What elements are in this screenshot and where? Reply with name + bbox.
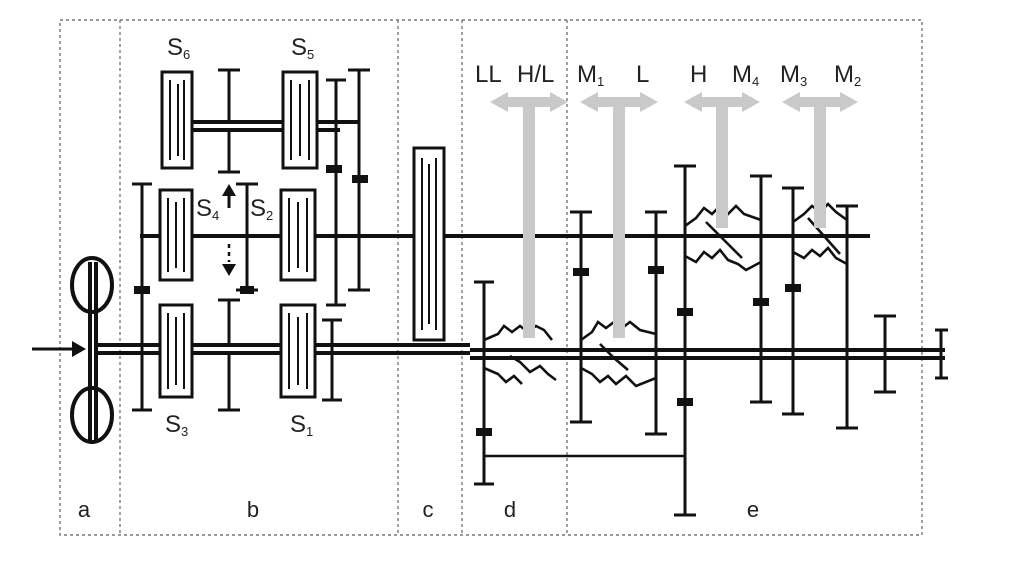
arrow-down-icon bbox=[222, 264, 236, 276]
clutch-s3 bbox=[158, 303, 194, 399]
outer-frame bbox=[59, 19, 923, 536]
gears-range bbox=[474, 164, 896, 517]
fork-m3-m2 bbox=[814, 98, 826, 228]
label-s4: S4 bbox=[196, 195, 219, 223]
clutch-s1 bbox=[279, 303, 317, 399]
clutch-s6 bbox=[160, 70, 194, 170]
clutch-section: S6 S5 S4 S2 S3 S1 bbox=[96, 34, 870, 439]
input-arrow-icon bbox=[72, 341, 86, 357]
section-frames bbox=[59, 19, 923, 536]
section-label-b: b bbox=[247, 497, 259, 522]
label-m3: M3 bbox=[780, 61, 807, 89]
label-hl: H/L bbox=[517, 61, 554, 88]
section-label-a: a bbox=[78, 497, 91, 522]
fork-ll-hl bbox=[523, 98, 535, 338]
label-ll: LL bbox=[475, 61, 502, 88]
label-s6: S6 bbox=[167, 34, 190, 62]
label-l: L bbox=[636, 61, 649, 88]
label-h: H bbox=[690, 61, 707, 88]
clutch-labels: S6 S5 S4 S2 S3 S1 bbox=[165, 34, 314, 439]
label-s3: S3 bbox=[165, 411, 188, 439]
section-label-e: e bbox=[747, 497, 759, 522]
fork-m1-l bbox=[613, 98, 625, 338]
clutch-s2 bbox=[279, 188, 317, 282]
clutch-s4 bbox=[158, 188, 194, 282]
input-section bbox=[32, 256, 114, 444]
fork-h-m4 bbox=[716, 98, 728, 228]
arrow-up-icon bbox=[222, 184, 236, 196]
s4-shift-arrows bbox=[222, 184, 236, 276]
section-label-c: c bbox=[423, 497, 434, 522]
mode-labels: LL H/L M1 L H M4 M3 M2 bbox=[475, 61, 861, 89]
label-m2: M2 bbox=[834, 61, 861, 89]
section-label-d: d bbox=[504, 497, 516, 522]
gears-b bbox=[132, 68, 370, 412]
label-s1: S1 bbox=[290, 411, 313, 439]
shift-forks bbox=[490, 92, 858, 338]
label-m1: M1 bbox=[577, 61, 604, 89]
output-flange bbox=[935, 328, 948, 380]
label-s2: S2 bbox=[250, 195, 273, 223]
coupling-section bbox=[412, 146, 446, 342]
range-section: LL H/L M1 L H M4 M3 M2 bbox=[470, 61, 948, 517]
section-labels: a b c d e bbox=[78, 497, 759, 522]
clutch-s5 bbox=[281, 70, 319, 170]
label-m4: M4 bbox=[732, 61, 759, 89]
label-s5: S5 bbox=[291, 34, 314, 62]
